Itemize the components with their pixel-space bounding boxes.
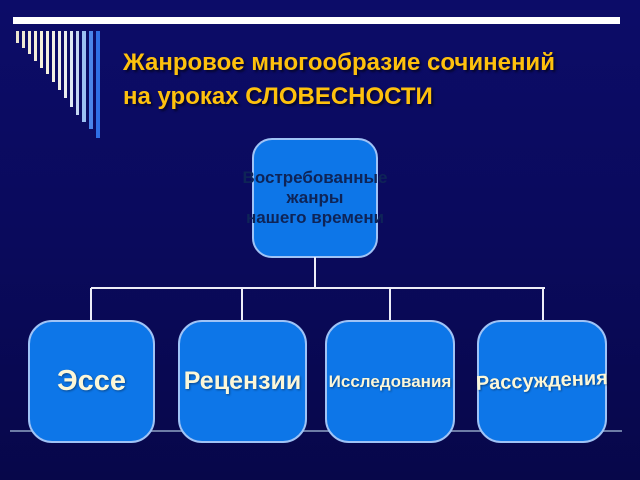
root-node-line-1: Востребованные [242,168,388,187]
connector-drop-3 [389,288,391,321]
page-title: Жанровое многообразие сочинений на урока… [123,46,555,114]
top-accent-bar [13,17,620,24]
node-label: Рассуждения [475,367,609,395]
diagram-node-essay: Эссе [28,320,155,443]
diagram-node-reasoning: Рассуждения [475,320,609,443]
connector-root-vertical [314,257,316,288]
connector-horizontal [91,287,545,289]
bottom-rule [10,430,622,432]
diagram-node-research: Исследования [325,320,455,443]
title-line-1: Жанровое многообразие сочинений [123,49,555,76]
diagram-root-node: Востребованные жанры нашего времени [243,138,387,258]
diagram-node-reviews: Рецензии [178,320,307,443]
title-line-2: на уроках СЛОВЕСНОСТИ [123,83,433,110]
root-node-line-3: нашего времени [245,208,385,227]
connector-drop-1 [90,288,92,321]
root-node-line-2: жанры [286,188,344,207]
node-label: Эссе [56,365,127,397]
node-label: Рецензии [183,367,302,395]
node-label: Исследования [328,371,452,391]
cascade-bars-icon [16,31,100,138]
connector-drop-4 [542,288,544,321]
connector-drop-2 [241,288,243,321]
